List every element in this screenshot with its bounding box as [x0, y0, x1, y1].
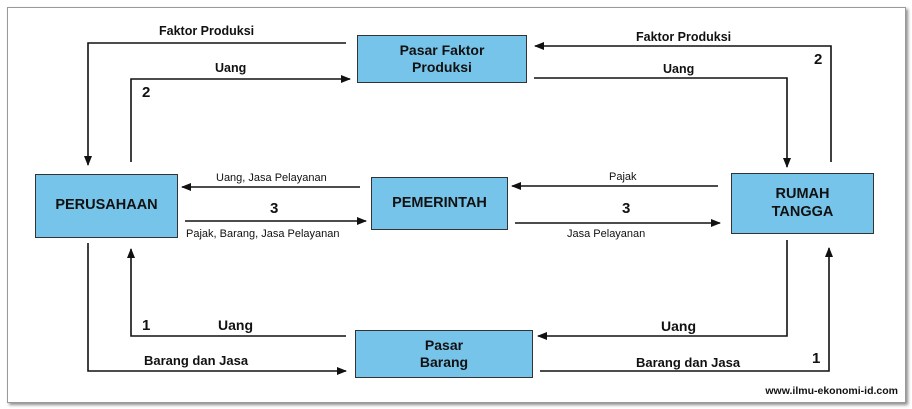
number-2-right: 2	[814, 51, 823, 68]
arrow-faktor-to-perusahaan	[84, 42, 346, 166]
website-url: www.ilmu-ekonomi-id.com	[765, 385, 898, 397]
node-perusahaan: PERUSAHAAN	[35, 174, 178, 238]
node-pasar-barang: Pasar Barang	[355, 330, 533, 378]
arrow-uang-to-rumah-tangga	[534, 77, 791, 168]
label-faktor-produksi-right: Faktor Produksi	[636, 30, 732, 44]
label-uang-top-left: Uang	[215, 61, 247, 75]
label-faktor-produksi-left: Faktor Produksi	[159, 24, 255, 38]
arrow-barang-from-perusahaan	[87, 243, 347, 375]
label-uang-top-right: Uang	[663, 62, 695, 76]
arrow-faktor-from-rumah-tangga	[534, 42, 832, 162]
arrow-uang-to-perusahaan	[127, 248, 346, 337]
arrow-uang-to-pasar-barang	[537, 240, 788, 340]
number-2-left: 2	[142, 84, 151, 101]
arrow-uang-to-pasar-faktor	[130, 75, 351, 162]
node-pasar-faktor-produksi: Pasar Faktor Produksi	[357, 35, 527, 83]
label-gov-to-firm: Uang, Jasa Pelayanan	[216, 172, 327, 184]
label-barang-left: Barang dan Jasa	[144, 353, 249, 368]
label-uang-bottom-left: Uang	[218, 317, 253, 333]
arrow-barang-to-rumah-tangga	[540, 247, 833, 372]
node-pemerintah: PEMERINTAH	[371, 177, 508, 230]
label-barang-right: Barang dan Jasa	[636, 355, 741, 370]
number-1-right: 1	[812, 350, 821, 367]
number-3-left: 3	[270, 200, 279, 217]
label-firm-to-gov: Pajak, Barang, Jasa Pelayanan	[186, 228, 340, 240]
number-3-right: 3	[622, 200, 631, 217]
label-gov-to-hh: Jasa Pelayanan	[567, 228, 646, 240]
label-hh-to-gov: Pajak	[609, 171, 637, 183]
number-1-left: 1	[142, 317, 151, 334]
node-rumah-tangga: RUMAH TANGGA	[731, 173, 874, 234]
label-uang-bottom-right: Uang	[661, 318, 696, 334]
